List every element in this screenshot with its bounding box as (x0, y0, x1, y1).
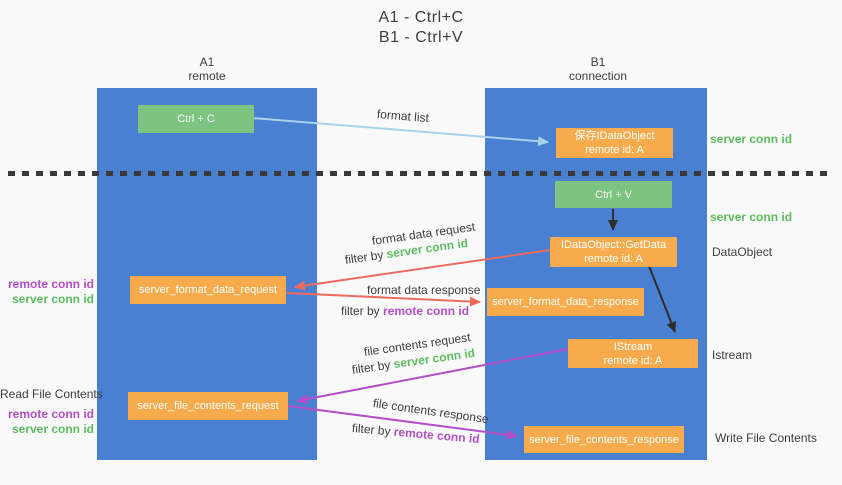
left-label-conn-ids-bottom: remote conn id server conn id (0, 407, 94, 437)
page-title-line1: A1 - Ctrl+C (378, 9, 464, 26)
node-istream-line2: remote id: A (603, 354, 663, 367)
node-ctrl-c: Ctrl + C (138, 105, 254, 133)
getdata-to-istream-arrow (648, 265, 676, 333)
boundary-dotted-line (8, 171, 834, 176)
left-label-read-file-contents: Read File Contents (0, 387, 103, 401)
node-file-request: server_file_contents_request (128, 392, 288, 420)
node-getdata-line1: IDataObject::GetData (560, 239, 667, 251)
node-format-request: server_format_data_request (130, 276, 286, 304)
right-label-istream: Istream (712, 348, 753, 362)
node-format-request-label: server_format_data_request (138, 284, 278, 296)
file-response-arrow (287, 405, 518, 440)
left-remote-conn-id-bottom: remote conn id (7, 407, 94, 421)
left-remote-conn-id-top: remote conn id (7, 277, 94, 291)
node-file-request-label: server_file_contents_request (137, 400, 279, 412)
page-title-line2: B1 - Ctrl+V (378, 29, 464, 46)
filter-by-text: filter by (341, 304, 380, 318)
node-istream: IStream remote id: A (568, 339, 698, 368)
right-label-server-conn-mid: server conn id (710, 210, 793, 224)
format-request-arrow (294, 249, 551, 291)
format-response-arrow (286, 292, 481, 307)
node-format-response: server_format_data_response (487, 288, 644, 316)
node-save-idataobject: 保存IDataObject remote id: A (556, 128, 673, 158)
lifeline-a1-header: A1 remote (147, 55, 267, 83)
node-getdata-line2: remote id: A (584, 253, 643, 265)
node-save-idataobject-line2: remote id: A (585, 144, 644, 156)
remote-conn-id-text: remote conn id (383, 304, 470, 318)
lifeline-b1-name: B1 (590, 55, 606, 69)
right-label-write-file-contents: Write File Contents (715, 431, 817, 445)
lifeline-a1-role: remote (188, 69, 226, 83)
node-istream-line1: IStream (613, 340, 653, 353)
left-label-conn-ids-top: remote conn id server conn id (0, 277, 94, 307)
lifeline-b1-role: connection (568, 69, 628, 83)
format-list-arrow (252, 117, 549, 147)
node-ctrl-v-label: Ctrl + V (595, 188, 632, 201)
file-request-arrow (296, 348, 569, 405)
right-label-dataobject: DataObject (712, 245, 773, 259)
node-ctrl-c-label: Ctrl + C (177, 113, 215, 125)
node-file-response: server_file_contents_response (524, 426, 684, 453)
label-filter-remote-conn-1: filter by remote conn id (341, 304, 469, 318)
node-file-response-label: server_file_contents_response (529, 433, 679, 446)
left-server-conn-id-top: server conn id (11, 292, 94, 306)
lifeline-b1-header: B1 connection (538, 55, 658, 83)
node-getdata: IDataObject::GetData remote id: A (550, 237, 677, 267)
right-label-server-conn-top: server conn id (710, 132, 793, 146)
node-format-response-label: server_format_data_response (492, 296, 639, 308)
node-ctrl-v: Ctrl + V (555, 181, 672, 208)
node-save-idataobject-line1: 保存IDataObject (574, 130, 655, 142)
label-format-data-response: format data response (367, 283, 481, 297)
lifeline-a1-name: A1 (199, 55, 215, 69)
left-server-conn-id-bottom: server conn id (11, 422, 94, 436)
